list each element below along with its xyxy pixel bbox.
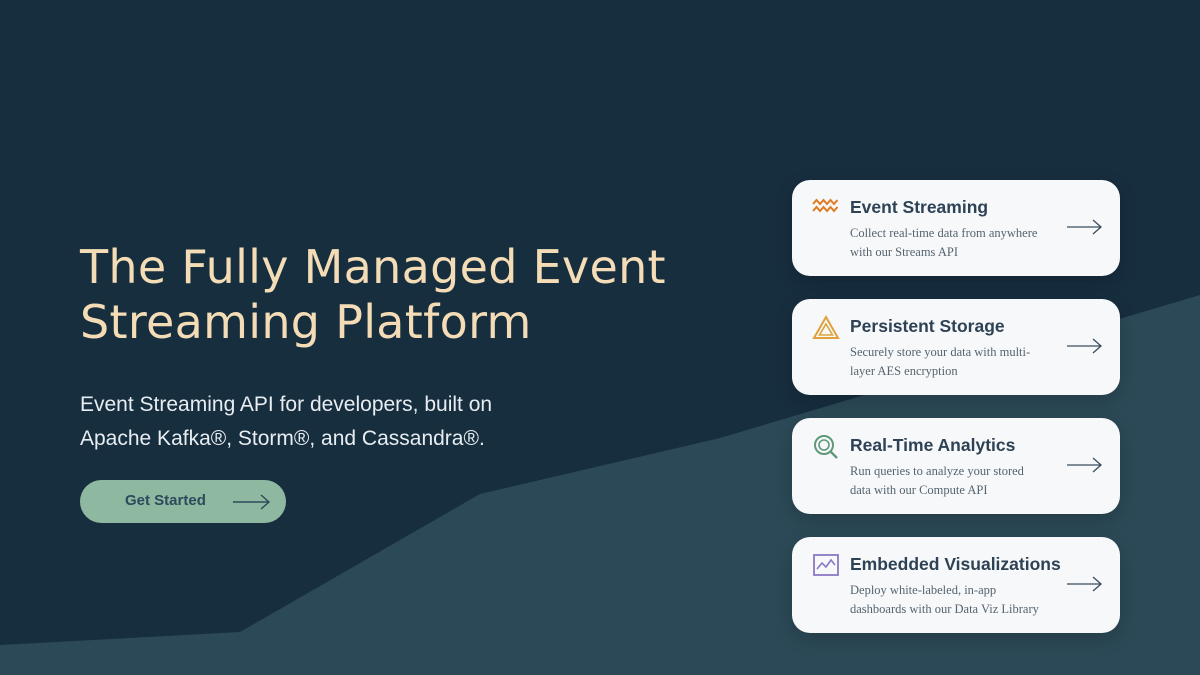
hero-subtitle: Event Streaming API for developers, buil…: [80, 388, 540, 456]
get-started-button[interactable]: Get Started: [80, 480, 286, 523]
hero-section: The Fully Managed Event Streaming Platfo…: [80, 240, 760, 456]
hero-title-line1: The Fully Managed Event: [80, 240, 666, 294]
card-title: Persistent Storage: [850, 316, 1005, 336]
hero-subtitle-line1: Event Streaming API for developers, buil…: [80, 393, 493, 416]
card-desc-line2: with our Streams API: [850, 245, 958, 259]
card-desc-line2: layer AES encryption: [850, 364, 958, 378]
card-description: Securely store your data with multi- lay…: [850, 343, 1055, 381]
get-started-label: Get Started: [125, 492, 206, 509]
card-desc-line1: Run queries to analyze your stored: [850, 464, 1024, 478]
card-event-streaming[interactable]: Event Streaming Collect real-time data f…: [792, 180, 1120, 276]
magnifier-icon: [814, 435, 838, 459]
card-desc-line1: Collect real-time data from anywhere: [850, 226, 1038, 240]
line-chart-icon: [813, 554, 839, 576]
hero-subtitle-line2: Apache Kafka®, Storm®, and Cassandra®.: [80, 427, 485, 450]
arrow-right-icon: [1067, 338, 1102, 354]
card-real-time-analytics[interactable]: Real-Time Analytics Run queries to analy…: [792, 418, 1120, 514]
card-desc-line2: data with our Compute API: [850, 483, 988, 497]
card-desc-line2: dashboards with our Data Viz Library: [850, 602, 1039, 616]
hero-title-line2: Streaming Platform: [80, 295, 532, 349]
card-persistent-storage[interactable]: Persistent Storage Securely store your d…: [792, 299, 1120, 395]
card-title: Embedded Visualizations: [850, 554, 1061, 574]
card-desc-line1: Securely store your data with multi-: [850, 345, 1031, 359]
wave-icon: [812, 198, 839, 213]
arrow-right-icon: [1067, 576, 1102, 592]
card-title: Event Streaming: [850, 197, 989, 217]
card-embedded-visualizations[interactable]: Embedded Visualizations Deploy white-lab…: [792, 537, 1120, 633]
card-description: Deploy white-labeled, in-app dashboards …: [850, 581, 1055, 619]
arrow-right-icon: [1067, 219, 1102, 235]
arrow-right-icon: [1067, 457, 1102, 473]
card-description: Run queries to analyze your stored data …: [850, 462, 1055, 500]
card-desc-line1: Deploy white-labeled, in-app: [850, 583, 997, 597]
triangle-layers-icon: [812, 315, 840, 339]
hero-title: The Fully Managed Event Streaming Platfo…: [80, 240, 760, 350]
card-description: Collect real-time data from anywhere wit…: [850, 224, 1055, 262]
card-title: Real-Time Analytics: [850, 435, 1016, 455]
arrow-right-icon: [233, 494, 271, 510]
